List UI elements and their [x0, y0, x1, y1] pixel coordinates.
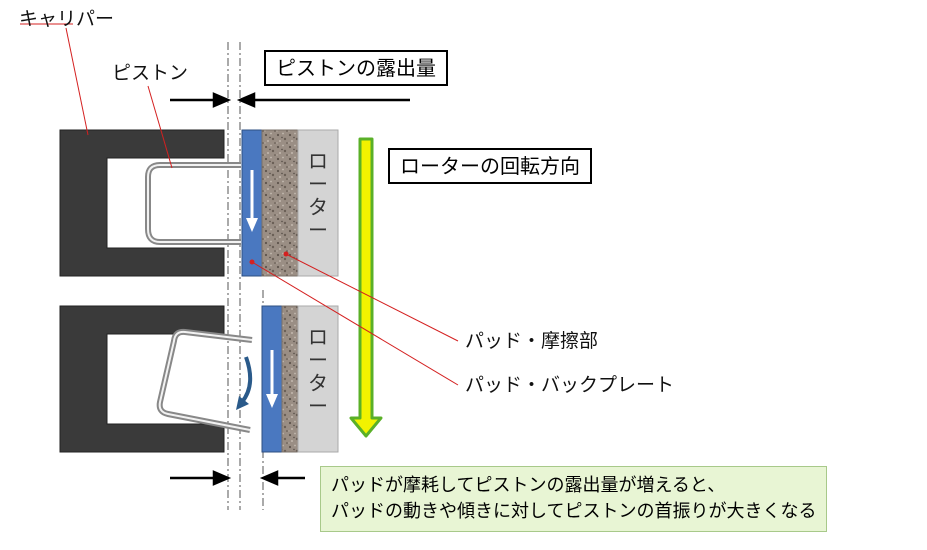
friction-top [261, 129, 299, 277]
rotor-rotation-label: ローターの回転方向 [388, 148, 592, 184]
pad-motion-arrow-bottom [266, 350, 278, 408]
leader-lines [20, 23, 459, 386]
caliper-label: キャリパー [19, 8, 115, 30]
tilt-arrow-icon [240, 356, 253, 404]
protrusion-arrows-top [170, 92, 410, 108]
note-line-2: パッドの動きや傾きに対してピストンの首振りが大きくなる [331, 501, 817, 523]
rotor-label-bottom: ロ ー タ ー [308, 325, 328, 418]
protrusion-arrows-bottom [170, 470, 305, 486]
piston-label: ピストン [112, 62, 189, 84]
pad-backplate-label: パッド・バックプレート [465, 374, 675, 396]
friction-bottom [281, 305, 299, 453]
friction-marker [283, 251, 289, 257]
pad-friction-label: パッド・摩擦部 [465, 330, 599, 352]
rotor-label-top: ロ ー タ ー [308, 149, 328, 242]
caliper-bottom [59, 305, 225, 453]
pad-motion-arrow-top [246, 170, 258, 232]
explanation-note: パッドが摩耗してピストンの露出量が増えると、 パッドの動きや傾きに対してピストン… [320, 466, 828, 533]
rotor-bottom [297, 305, 339, 453]
piston-protrusion-label: ピストンの露出量 [264, 50, 448, 86]
rotor-top [297, 129, 339, 277]
piston-top [145, 162, 241, 245]
backplate-marker [249, 259, 255, 265]
rotation-arrow-icon [349, 137, 383, 438]
caliper-top [59, 129, 225, 277]
note-line-1: パッドが摩耗してピストンの露出量が増えると、 [331, 475, 726, 496]
